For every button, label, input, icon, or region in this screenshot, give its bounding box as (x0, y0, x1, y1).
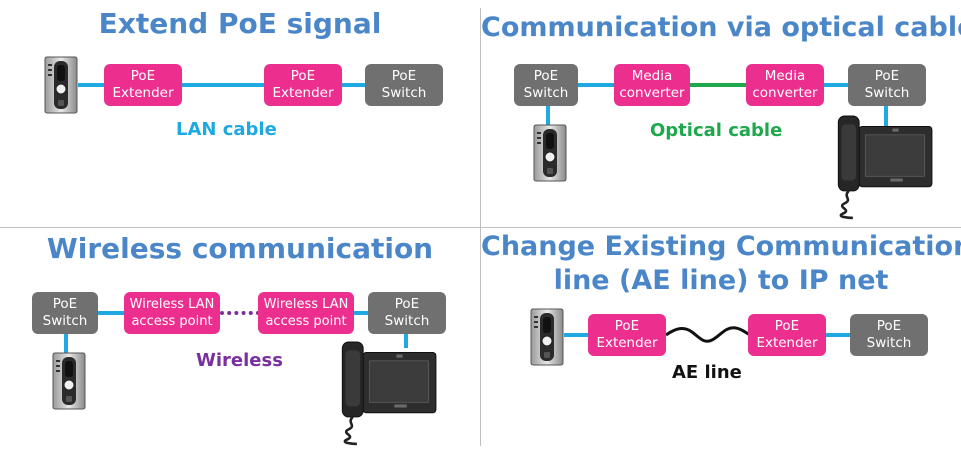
lan-cable-line (78, 83, 378, 87)
box-label: Switch (864, 85, 910, 101)
lan-cable-line (64, 332, 68, 358)
box-label: PoE (874, 68, 900, 84)
lan-cable-caption: LAN cable (176, 119, 277, 140)
box-label: PoE (130, 68, 156, 84)
ae-line-wire (666, 326, 750, 343)
wireless-link-line (220, 311, 260, 315)
panel-title-extend-poe: Extend PoE signal (98, 7, 382, 40)
box-label: Switch (523, 85, 569, 101)
wireless-access-point-box: Wireless LAN access point (258, 292, 354, 334)
ae-line-caption: AE line (672, 362, 742, 383)
lan-cable-line (578, 83, 618, 87)
box-label: access point (265, 314, 347, 329)
panel-title-ae-line: Change Existing Communication line (AE l… (481, 230, 961, 298)
lan-cable-line (884, 104, 888, 128)
door-station-icon (44, 56, 78, 114)
box-label: Media (764, 68, 806, 84)
box-label: Switch (866, 335, 912, 351)
master-station-icon (830, 114, 934, 220)
lan-cable-line (404, 332, 408, 348)
title-line: line (AE line) to IP net (553, 265, 889, 296)
box-label: Extender (112, 85, 174, 101)
door-station-icon (533, 124, 567, 182)
box-label: Media (631, 68, 673, 84)
title-line: Change Existing Communication (481, 231, 961, 262)
door-station-icon (52, 352, 86, 410)
box-label: Extender (756, 335, 818, 351)
box-label: Wireless LAN (263, 297, 349, 312)
box-label: Extender (596, 335, 658, 351)
wireless-access-point-box: Wireless LAN access point (124, 292, 220, 334)
master-station-icon (334, 340, 438, 446)
optical-cable-line (688, 83, 748, 87)
box-label: PoE (290, 68, 316, 84)
box-label: PoE (394, 296, 420, 312)
box-label: PoE (391, 68, 417, 84)
lan-cable-line (564, 333, 590, 337)
wireless-caption: Wireless (196, 350, 283, 371)
box-label: converter (619, 85, 685, 101)
door-station-icon (530, 308, 564, 366)
box-label: PoE (614, 318, 640, 334)
box-label: PoE (533, 68, 559, 84)
lan-cable-line (354, 311, 370, 315)
box-label: access point (131, 314, 213, 329)
lan-cable-line (826, 333, 852, 337)
box-label: PoE (876, 318, 902, 334)
panel-title-optical: Communication via optical cable (481, 12, 961, 43)
box-label: Extender (272, 85, 334, 101)
panel-title-wireless: Wireless communication (46, 232, 434, 265)
box-label: PoE (52, 296, 78, 312)
box-label: Wireless LAN (129, 297, 215, 312)
optical-cable-caption: Optical cable (650, 120, 783, 141)
horizontal-divider (0, 227, 961, 228)
lan-cable-line (98, 311, 128, 315)
box-label: converter (752, 85, 818, 101)
box-label: Switch (384, 313, 430, 329)
box-label: PoE (774, 318, 800, 334)
box-label: Switch (42, 313, 88, 329)
lan-cable-line (822, 83, 852, 87)
box-label: Switch (381, 85, 427, 101)
lan-cable-line (546, 104, 550, 132)
